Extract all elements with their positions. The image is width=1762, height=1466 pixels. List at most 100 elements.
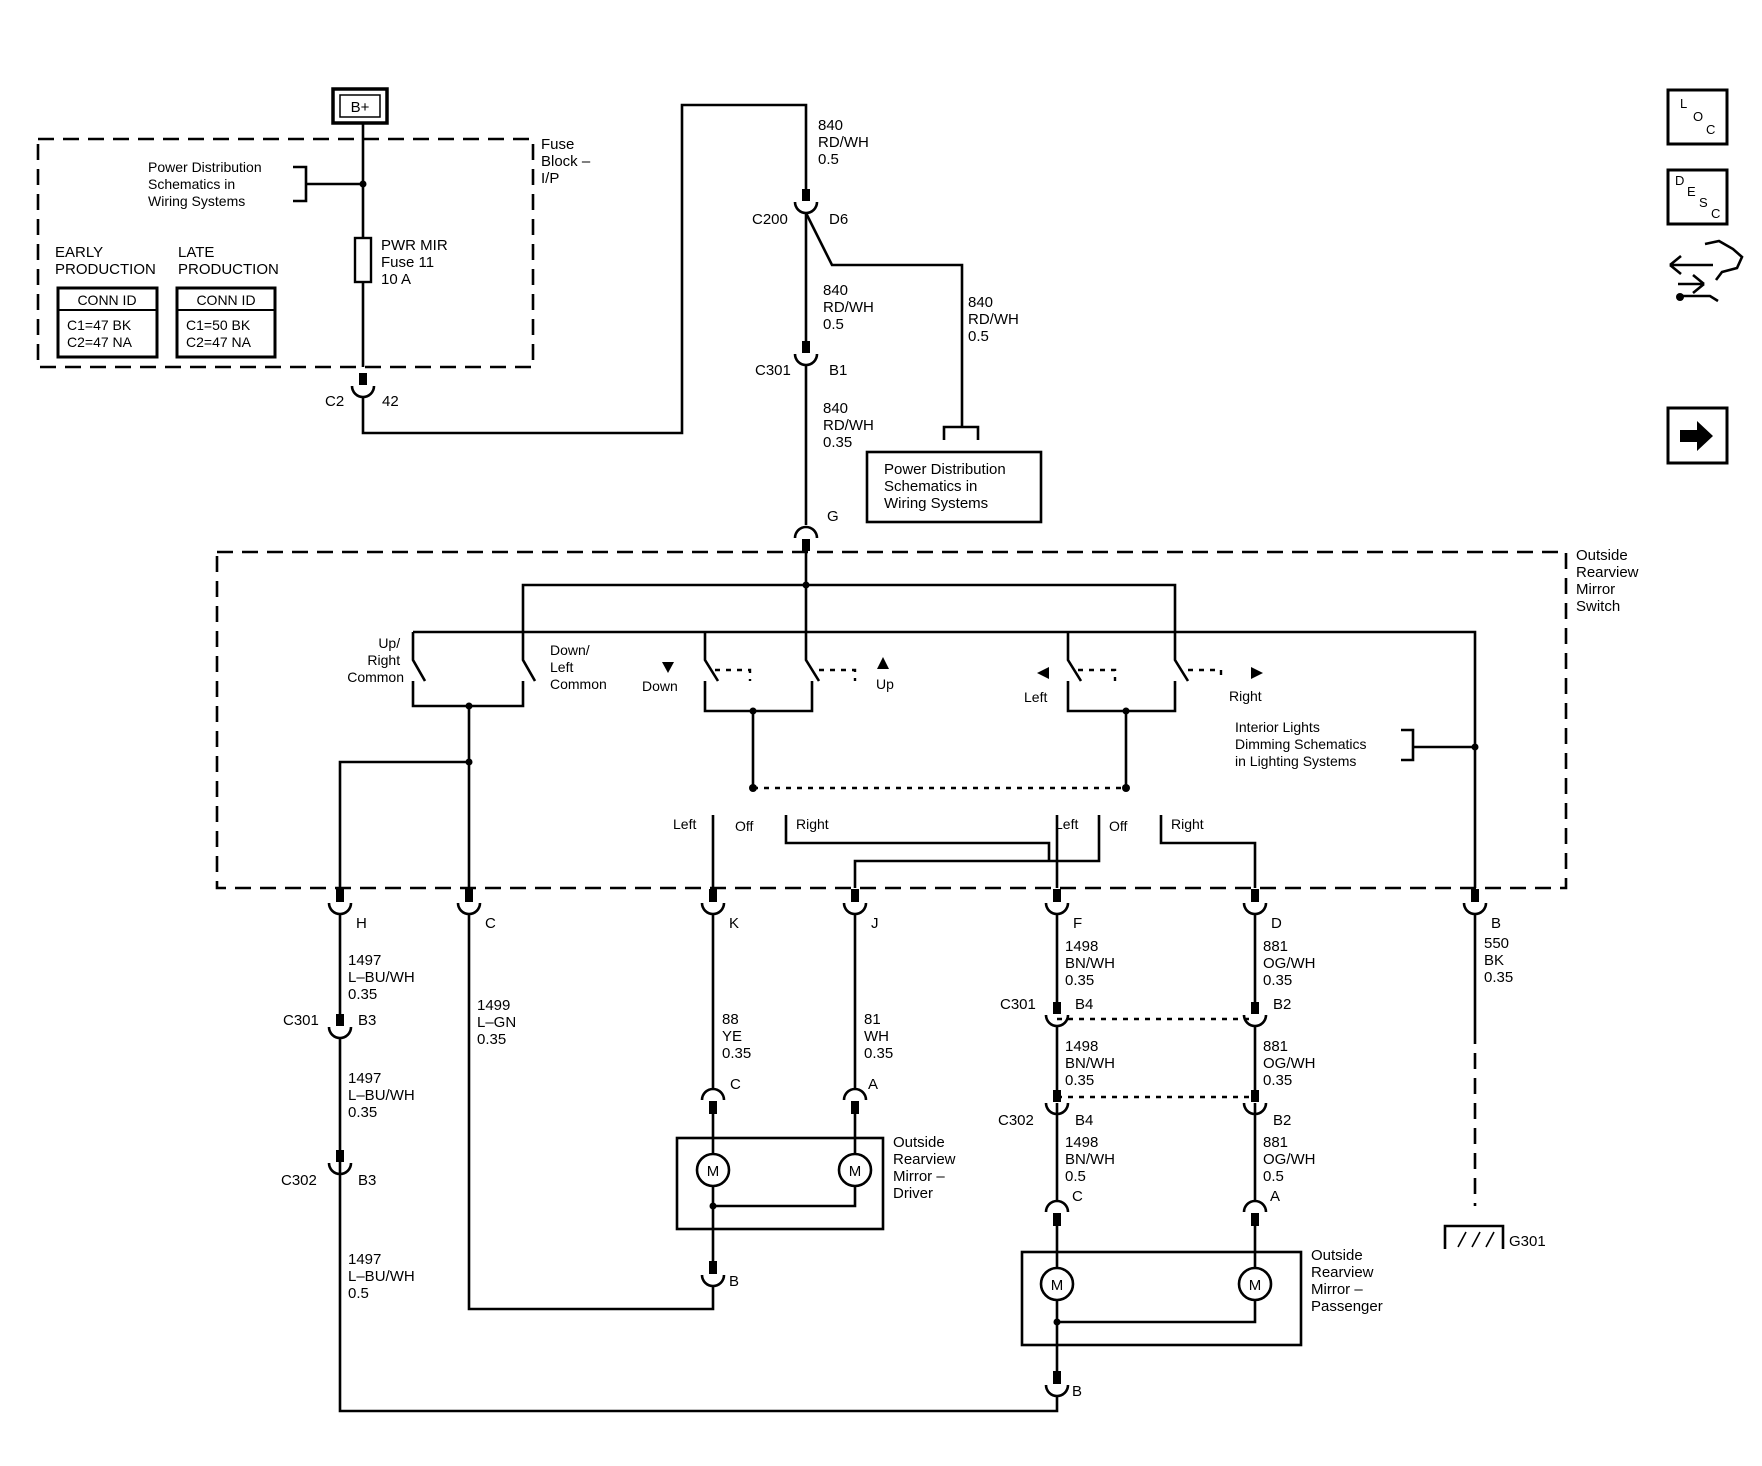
svg-text:C1=50 BK: C1=50 BK — [186, 317, 251, 333]
svg-text:C301: C301 — [755, 362, 791, 379]
desc-icon[interactable]: D E S C — [1666, 168, 1729, 226]
wire-81-label: 81 WH 0.35 — [864, 1011, 893, 1062]
late-conn-id-table: CONN ID C1=50 BK C2=47 NA — [175, 286, 277, 359]
wire-881-c-label: 881 OG/WH 0.5 — [1263, 1134, 1320, 1185]
sel1-right-label: Right — [796, 816, 829, 832]
passenger-pin-a: A — [1270, 1188, 1280, 1205]
b-plus-label: B+ — [351, 99, 370, 116]
left-right-switches — [1066, 632, 1190, 713]
svg-text:B4: B4 — [1075, 996, 1093, 1013]
svg-text:C: C — [1706, 122, 1715, 137]
svg-text:C2: C2 — [325, 393, 344, 410]
wire-550-label: 550 BK 0.35 — [1484, 935, 1513, 986]
svg-text:M: M — [849, 1163, 862, 1180]
sel1-left-label: Left — [673, 816, 696, 832]
wire-881-a-label: 881 OG/WH 0.35 — [1263, 938, 1320, 989]
passenger-mirror-pins — [1044, 1199, 1268, 1398]
down-left-common-label: Down/ Left Common — [550, 642, 607, 692]
driver-motor-right-icon: M — [837, 1152, 873, 1188]
svg-text:B2: B2 — [1273, 996, 1291, 1013]
svg-text:S: S — [1699, 195, 1708, 210]
right-label: Right — [1229, 688, 1262, 704]
power-ref-bracket — [293, 165, 363, 203]
up-label: Up — [876, 676, 894, 692]
pin-h-label: H — [356, 915, 367, 932]
fuse-label: PWR MIR Fuse 11 10 A — [381, 237, 452, 288]
left-arrow-icon — [1037, 667, 1049, 679]
svg-text:O: O — [1693, 109, 1703, 124]
sel2-left-label: Left — [1055, 816, 1078, 832]
right-arrow-icon — [1251, 667, 1263, 679]
mirror-switch-title: Outside Rearview Mirror Switch — [1576, 547, 1643, 615]
connector-c301-left: C301 B3 — [283, 1012, 376, 1040]
wire-1498-b-label: 1498 BN/WH 0.35 — [1065, 1038, 1119, 1089]
driver-mirror-pins — [700, 1087, 868, 1288]
svg-text:B2: B2 — [1273, 1112, 1291, 1129]
wire-1497-b-label: 1497 L–BU/WH 0.35 — [348, 1070, 419, 1121]
ground-label: G301 — [1509, 1233, 1546, 1250]
pin-c-label: C — [485, 915, 496, 932]
wire-1497 — [338, 915, 1059, 1413]
driver-pin-b: B — [729, 1273, 739, 1290]
svg-text:E: E — [1687, 184, 1696, 199]
loc-icon[interactable]: L O C — [1666, 88, 1729, 146]
up-right-common-label: Up/ Right Common — [347, 635, 404, 685]
svg-text:C: C — [1711, 206, 1720, 221]
svg-text:M: M — [1051, 1277, 1064, 1294]
down-label: Down — [642, 678, 678, 694]
wire-1497-a-label: 1497 L–BU/WH 0.35 — [348, 952, 419, 1003]
left-label: Left — [1024, 689, 1047, 705]
driver-pin-c: C — [730, 1076, 741, 1093]
late-production-label: LATE PRODUCTION — [178, 244, 279, 278]
svg-text:B3: B3 — [358, 1012, 376, 1029]
connector-c301-top: C301 B1 — [755, 341, 847, 379]
switch-bus-upper — [521, 583, 1177, 632]
svg-text:CONN ID: CONN ID — [196, 292, 255, 308]
svg-text:C301: C301 — [1000, 996, 1036, 1013]
passenger-motor-left-icon: M — [1039, 1266, 1075, 1302]
driver-mirror-title: Outside Rearview Mirror – Driver — [893, 1134, 960, 1202]
switch-bus-lower — [413, 630, 1477, 888]
hand-tool-icon[interactable] — [1669, 239, 1744, 303]
passenger-mirror-box — [1020, 1250, 1303, 1347]
svg-text:D: D — [1675, 173, 1684, 188]
pin-d-label: D — [1271, 915, 1282, 932]
wire-840-branch — [804, 212, 964, 427]
fuse-block-power-ref: Power Distribution Schematics in Wiring … — [148, 159, 266, 209]
sel2-off-label: Off — [1109, 818, 1128, 834]
svg-text:CONN ID: CONN ID — [77, 292, 136, 308]
svg-text:B1: B1 — [829, 362, 847, 379]
early-conn-id-table: CONN ID C1=47 BK C2=47 NA — [56, 286, 159, 359]
wire-881-b-label: 881 OG/WH 0.35 — [1263, 1038, 1320, 1089]
svg-text:M: M — [707, 1163, 720, 1180]
next-arrow-icon[interactable] — [1666, 406, 1729, 465]
sel1-off-label: Off — [735, 818, 754, 834]
wire-1498-a-label: 1498 BN/WH 0.35 — [1065, 938, 1119, 989]
power-source-b-plus: B+ — [331, 87, 389, 125]
wire-840-top-label: 840 RD/WH 0.5 — [818, 117, 873, 168]
switch-pins — [327, 889, 1488, 916]
pin-f-label: F — [1073, 915, 1082, 932]
connector-c301-right: C301 B4 B2 — [1000, 996, 1291, 1028]
pwr-mir-fuse — [353, 236, 373, 284]
pin-j-label: J — [871, 915, 879, 932]
svg-text:B3: B3 — [358, 1172, 376, 1189]
svg-text:M: M — [1249, 1277, 1262, 1294]
wire-1497-c-label: 1497 L–BU/WH 0.5 — [348, 1251, 419, 1302]
svg-text:L: L — [1680, 96, 1687, 111]
svg-text:C302: C302 — [998, 1112, 1034, 1129]
mirror-switch-outline — [215, 550, 1568, 890]
wire-1499-label: 1499 L–GN 0.35 — [477, 997, 520, 1048]
sel2-right-label: Right — [1171, 816, 1204, 832]
fuse-block-outline — [36, 137, 535, 369]
up-down-switches — [703, 632, 821, 713]
driver-pin-a: A — [868, 1076, 878, 1093]
down-arrow-icon — [662, 662, 674, 673]
passenger-motor-right-icon: M — [1237, 1266, 1273, 1302]
up-arrow-icon — [877, 657, 889, 669]
power-distribution-ref-box — [865, 450, 1043, 524]
svg-text:D6: D6 — [829, 211, 848, 228]
fuse-block-title: Fuse Block – I/P — [541, 136, 594, 187]
pin-k-label: K — [729, 915, 739, 932]
